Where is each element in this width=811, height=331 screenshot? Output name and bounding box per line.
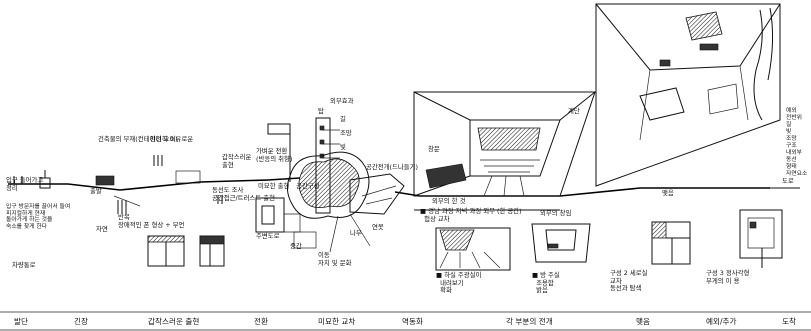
annotation-road: 도로 bbox=[782, 178, 794, 186]
annotation-turn: 가벼운 전환 (반응의 취향) bbox=[256, 148, 292, 163]
annotation-box1: 외부의 한 것 bbox=[432, 198, 465, 206]
annotation-start: 출발 bbox=[90, 188, 102, 196]
annotation-stair: 계단 bbox=[568, 108, 580, 116]
annotation-water: 연못 bbox=[372, 224, 384, 232]
stage-label-3: 갑작스러운 출현 bbox=[148, 316, 199, 327]
annotation-sub1: ■ 하실 주광실이 내려보기 확화 bbox=[436, 272, 481, 295]
stage-label-4: 전환 bbox=[254, 316, 268, 327]
annotation-nature: 자연 bbox=[96, 226, 108, 234]
annotation-mid2: 공간구성 bbox=[296, 183, 320, 191]
annotation-entry: 입구 방문자를 끌어서 들여 피지컬하게 현재 돌아가게 하는 것을 숙소를 찾… bbox=[6, 204, 70, 230]
annotation-intro: 입구 들어가고 정리 bbox=[6, 177, 43, 192]
annotation-sudden: 갑작스러운 출현 bbox=[222, 154, 251, 169]
annotation-plan2: 구성 3 정사각형 무게의 이 용 bbox=[706, 270, 749, 285]
stage-label-1: 발단 bbox=[14, 316, 28, 327]
annotation-effect: 천천히 여유로운 bbox=[150, 136, 193, 144]
framed-sketch-2 bbox=[148, 236, 184, 266]
annotation-key-light: 빛 bbox=[340, 144, 346, 152]
plan-sketch-1 bbox=[652, 222, 690, 264]
annotation-window: 창문 bbox=[428, 146, 440, 154]
framed-sketch-1 bbox=[200, 236, 224, 266]
annotation-rhythm: 반복 장애적인 폰 형상 + 무언 bbox=[118, 214, 184, 229]
annotation-key-view: 조망 bbox=[340, 130, 352, 138]
annotation-mid1: 미묘한 출현 bbox=[258, 183, 289, 191]
room-sketch-2 bbox=[532, 224, 590, 262]
annotation-end: 맺음 bbox=[662, 190, 674, 198]
annotation-sub2: ■ 방 주실 조용함 밝음 bbox=[532, 272, 560, 295]
annotation-box2: ■ 경남 과정 저녁 과정 외부 (한 공간) 험상 교차 bbox=[420, 208, 522, 223]
stage-label-7: 각 부분의 전개 bbox=[506, 316, 553, 327]
stage-label-8: 맺음 bbox=[636, 316, 650, 327]
annotation-center: 중간 bbox=[290, 243, 302, 251]
annotation-key-road: 길 bbox=[340, 116, 346, 124]
annotation-edge: 나무 bbox=[350, 230, 362, 238]
annotation-tower: 탑 bbox=[318, 108, 324, 116]
stage-label-2: 긴장 bbox=[74, 316, 88, 327]
room-sketch-1 bbox=[436, 228, 510, 270]
annotation-spread: 공간전개(드나들기) bbox=[366, 164, 418, 172]
annotation-keys: 외부효과 bbox=[330, 98, 354, 106]
annotation-sub3: 외부의 창임 bbox=[540, 210, 571, 218]
stage-label-10: 도착 bbox=[782, 316, 796, 327]
annotation-side: 예외 전반위 질 빛 조망 구조 내외부 동선 형태 자연요소 bbox=[786, 108, 807, 178]
annotation-mid3: 주변도로 bbox=[256, 233, 280, 241]
plan-sketch-2 bbox=[740, 210, 782, 268]
stage-label-5: 미묘한 교차 bbox=[318, 316, 355, 327]
main-path-line bbox=[8, 178, 800, 196]
annotation-plan1: 구성 2 세로실 교차 동선과 탐색 bbox=[610, 270, 648, 293]
annotation-bottom1: 이동 자치 및 문화 bbox=[318, 252, 351, 267]
annotation-exit: 차량통로 bbox=[12, 262, 36, 270]
stage-label-6: 역동화 bbox=[402, 316, 423, 327]
large-perspective bbox=[596, 4, 780, 186]
stage-label-9: 예외/추가 bbox=[706, 316, 737, 327]
